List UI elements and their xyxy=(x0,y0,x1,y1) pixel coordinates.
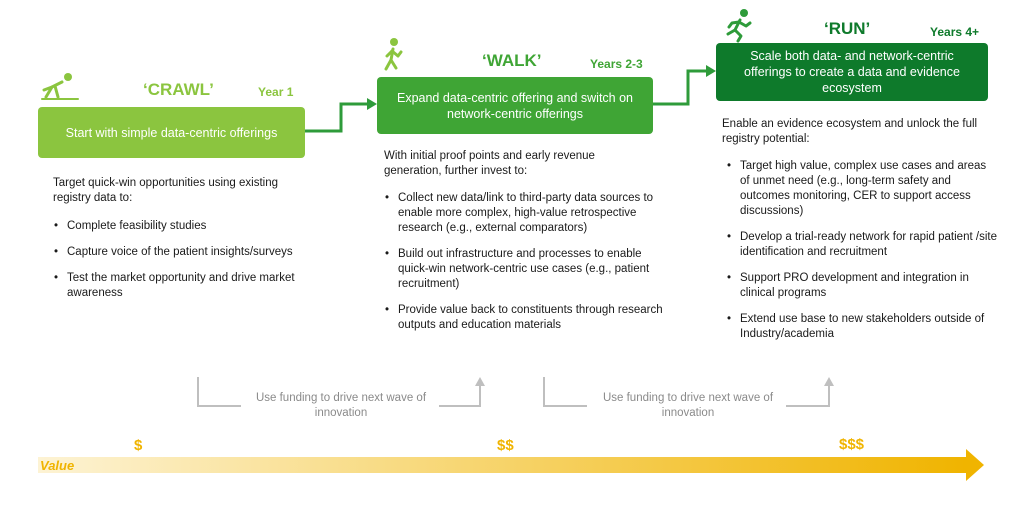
list-item: Extend use base to new stakeholders outs… xyxy=(727,312,998,342)
feedback-arrow-2-arrowhead xyxy=(824,377,834,386)
feedback-arrow-2 xyxy=(543,377,587,407)
walk-stage-box: Expand data-centric offering and switch … xyxy=(377,77,653,134)
value-arrow-shaft xyxy=(38,457,966,473)
connector-walk-run-arrowhead xyxy=(706,65,716,77)
crawling-person-icon xyxy=(41,73,79,100)
crawl-bullet-list: Complete feasibility studies Capture voi… xyxy=(53,219,312,312)
feedback-arrow-1-return xyxy=(439,384,481,407)
list-item: Test the market opportunity and drive ma… xyxy=(54,271,312,301)
list-item: Provide value back to constituents throu… xyxy=(385,303,668,333)
value-arrow-head xyxy=(966,449,984,481)
run-years: Years 4+ xyxy=(930,25,980,39)
feedback-arrow-2-return xyxy=(786,384,830,407)
connector-walk-run xyxy=(653,69,709,106)
walk-intro: With initial proof points and early reve… xyxy=(384,150,595,177)
crawl-years: Year 1 xyxy=(258,85,294,99)
list-item: Collect new data/link to third-party dat… xyxy=(385,191,668,236)
walking-person-icon xyxy=(384,38,403,71)
list-item: Target high value, complex use cases and… xyxy=(727,159,998,219)
walk-stage-title: ‘WALK’ xyxy=(482,51,542,70)
walk-years: Years 2-3 xyxy=(590,57,643,71)
crawl-intro: Target quick-win opportunities using exi… xyxy=(53,177,279,204)
feedback-text-2: Use funding to drive next wave of innova… xyxy=(602,392,774,419)
feedback-text-1: Use funding to drive next wave of innova… xyxy=(255,392,427,419)
list-item: Build out infrastructure and processes t… xyxy=(385,247,668,292)
feedback-arrow-1-arrowhead xyxy=(475,377,485,386)
list-item: Support PRO development and integration … xyxy=(727,271,998,301)
crawl-stage-title: ‘CRAWL’ xyxy=(143,80,214,99)
connector-crawl-walk-arrowhead xyxy=(367,98,377,110)
list-item: Complete feasibility studies xyxy=(54,219,312,234)
walk-bullet-list: Collect new data/link to third-party dat… xyxy=(384,191,668,344)
run-stage-title: ‘RUN’ xyxy=(824,19,871,38)
list-item: Develop a trial-ready network for rapid … xyxy=(727,230,998,260)
running-person-icon xyxy=(726,9,752,43)
cost-marker-low: $ xyxy=(134,437,143,454)
list-item: Capture voice of the patient insights/su… xyxy=(54,245,312,260)
run-stage-box: Scale both data- and network-centric off… xyxy=(716,43,988,101)
run-bullet-list: Target high value, complex use cases and… xyxy=(726,159,998,353)
value-axis-label: Value xyxy=(40,458,75,473)
feedback-arrow-1 xyxy=(197,377,241,407)
connector-crawl-walk xyxy=(305,102,370,133)
cost-marker-medium: $$ xyxy=(497,437,514,454)
cost-marker-high: $$$ xyxy=(839,436,865,453)
crawl-stage-box: Start with simple data-centric offerings xyxy=(38,107,305,158)
run-intro: Enable an evidence ecosystem and unlock … xyxy=(722,118,978,145)
